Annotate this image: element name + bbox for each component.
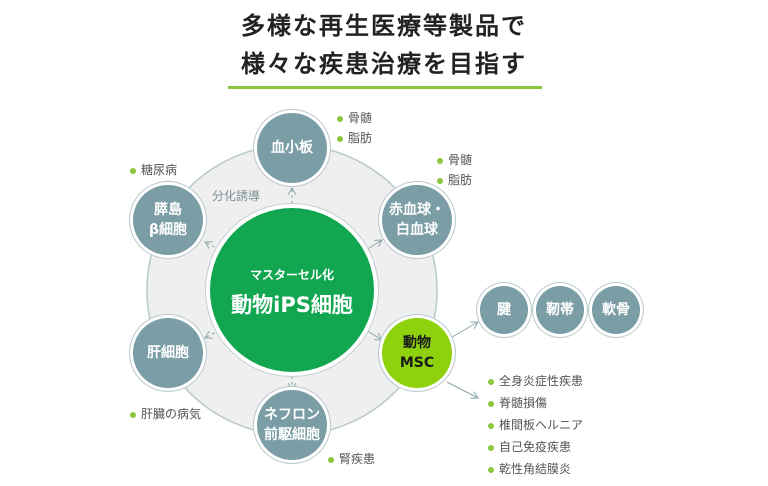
ring-label: 分化誘導 — [212, 189, 261, 203]
node-label: MSC — [399, 355, 435, 371]
tag-text: 骨髄 — [348, 111, 373, 125]
node-islet: 膵島 β細胞 — [133, 185, 203, 255]
title-line-1: 多様な再生医療等製品で — [241, 12, 527, 40]
node-label: 肝細胞 — [147, 345, 189, 361]
node-label: 赤血球・ — [389, 202, 445, 218]
node-label: 白血球 — [396, 222, 438, 238]
center-ips-cell: マスターセル化 動物iPS細胞 — [210, 208, 374, 372]
center-subtitle: マスターセル化 — [249, 268, 334, 282]
tag-text: 全身炎症性疾患 — [499, 374, 584, 388]
node-nephron: ネフロン前駆細胞 — [257, 390, 327, 460]
node-label: 動物 — [403, 335, 431, 351]
tag-text: 骨髄 — [448, 153, 473, 167]
tag-text: 脂肪 — [348, 131, 373, 145]
node-blood-cells: 赤血球・白血球 — [382, 185, 452, 255]
node-msc: 動物 MSC — [382, 318, 452, 388]
tags-islet: 糖尿病 — [130, 160, 177, 180]
target-tendon: 腱 — [480, 286, 528, 334]
tag-text: 腎疾患 — [339, 452, 376, 466]
node-label: 前駆細胞 — [264, 427, 320, 443]
tag-text: 自己免疫疾患 — [499, 440, 572, 454]
node-label: 軟骨 — [602, 302, 630, 318]
msc-diseases: 全身炎症性疾患 脊髄損傷 椎間板ヘルニア 自己免疫疾患 乾性角結膜炎 — [488, 370, 583, 480]
node-label: 膵島 — [154, 202, 182, 218]
target-ligament: 靭帯 — [536, 286, 584, 334]
center-title: 動物iPS細胞 — [231, 293, 353, 317]
tags-nephron: 腎疾患 — [328, 449, 375, 469]
node-platelet: 血小板 — [257, 113, 327, 183]
tag-text: 脂肪 — [448, 173, 473, 187]
node-label: β細胞 — [148, 222, 188, 238]
node-label: 靭帯 — [546, 302, 574, 318]
tag-text: 乾性角結膜炎 — [499, 462, 572, 476]
tag-text: 糖尿病 — [141, 163, 178, 177]
tags-blood: 骨髄 脂肪 — [437, 150, 472, 190]
title-line-2: 様々な疾患治療を目指す — [241, 50, 527, 78]
tags-platelet: 骨髄 脂肪 — [337, 108, 372, 148]
tag-text: 椎間板ヘルニア — [499, 418, 584, 432]
node-liver: 肝細胞 — [133, 318, 203, 388]
node-label: 腱 — [497, 302, 511, 318]
tag-text: 脊髄損傷 — [499, 396, 548, 410]
tag-text: 肝臓の病気 — [141, 407, 202, 421]
node-label: ネフロン — [264, 407, 320, 423]
target-cartilage: 軟骨 — [592, 286, 640, 334]
title-underline — [228, 86, 542, 89]
tags-liver: 肝臓の病気 — [130, 404, 201, 424]
node-label: 血小板 — [271, 140, 313, 156]
